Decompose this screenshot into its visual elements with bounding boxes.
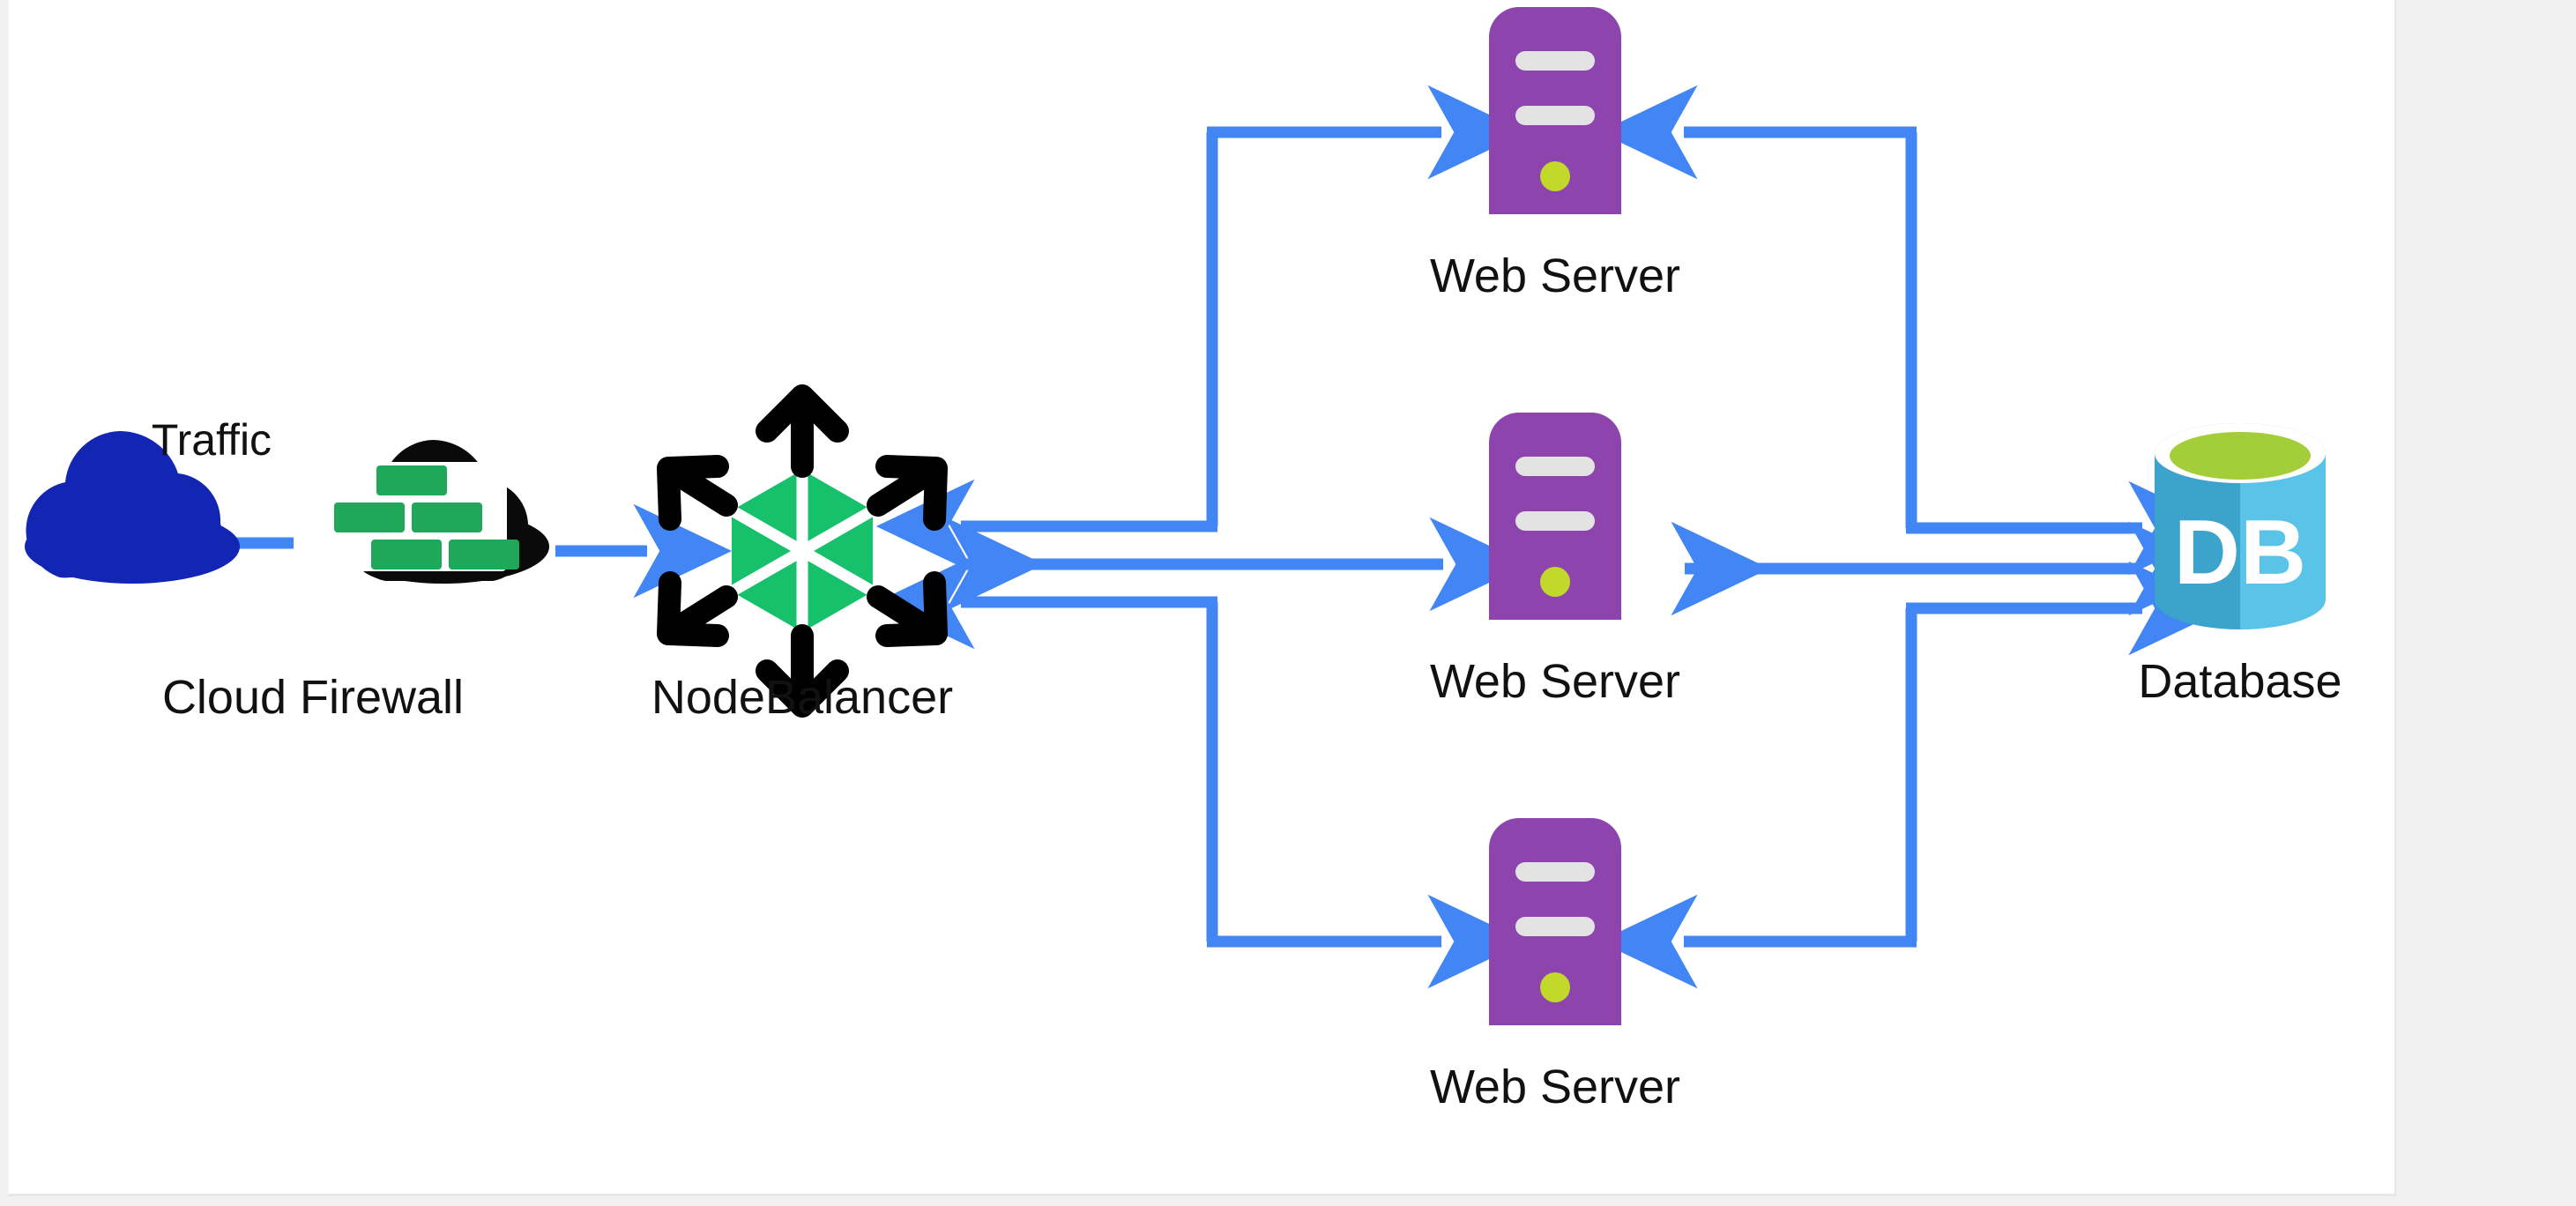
label-cloud-firewall: Cloud Firewall bbox=[161, 671, 465, 724]
database-icon: DB bbox=[2155, 423, 2326, 629]
label-web-server-bottom: Web Server bbox=[1429, 1061, 1681, 1113]
server-icon bbox=[1489, 818, 1621, 1025]
firewall-icon bbox=[334, 440, 549, 584]
server-icon bbox=[1489, 413, 1621, 620]
nodebalancer-icon bbox=[657, 384, 948, 718]
database-glyph: DB bbox=[2174, 502, 2306, 604]
connector-nodebalancer-to-webserver-top bbox=[875, 85, 1527, 574]
label-traffic: Traffic bbox=[151, 415, 272, 465]
connector-webserver-top-to-database bbox=[1598, 85, 2228, 576]
architecture-diagram: DB bbox=[25, 7, 2326, 1025]
label-nodebalancer: NodeBalancer bbox=[651, 671, 954, 724]
label-web-server-top: Web Server bbox=[1429, 249, 1681, 302]
diagram-canvas: DB Traffic Cloud Firewall NodeBalancer W… bbox=[7, 0, 2396, 1196]
label-database: Database bbox=[2138, 655, 2342, 708]
cloud-icon bbox=[25, 431, 240, 584]
server-icon bbox=[1489, 7, 1621, 214]
label-web-server-middle: Web Server bbox=[1429, 655, 1681, 708]
connector-nodebalancer-to-webserver-bottom bbox=[875, 555, 1527, 989]
connector-webserver-bottom-to-database bbox=[1598, 561, 2228, 989]
